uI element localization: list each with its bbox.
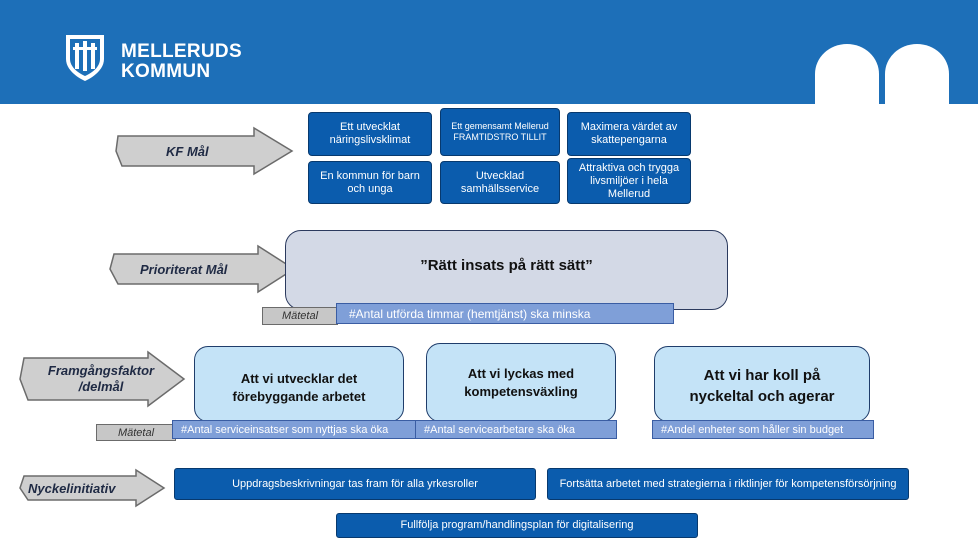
row-label-prio: Prioriterat Mål xyxy=(140,261,228,277)
municipality-crest-icon xyxy=(64,33,106,83)
kf-goal: Ett utvecklat näringslivsklimat xyxy=(308,112,432,156)
factor-metric: #Antal servicearbetare ska öka xyxy=(415,420,617,439)
row-arrow-nyckel: Nyckelinitiativ xyxy=(18,468,168,508)
row-label-kf: KF Mål xyxy=(166,143,209,159)
kf-goal: Maximera värdet av skattepengarna xyxy=(567,112,691,156)
municipality-logo-text: MELLERUDS KOMMUN xyxy=(121,42,242,82)
row-label-fact: Framgångsfaktor /delmål xyxy=(47,363,155,394)
kf-goal: Ett gemensamt Mellerud FRAMTIDSTRO TILLI… xyxy=(440,108,560,156)
header-arches-decoration xyxy=(815,44,949,104)
factor-box: Att vi lyckas med kompetensväxling xyxy=(426,343,616,422)
initiative-box: Fullfölja program/handlingsplan för digi… xyxy=(336,513,698,538)
priority-goal-box: ”Rätt insats på rätt sätt” xyxy=(285,230,728,310)
row-label-nyckel: Nyckelinitiativ xyxy=(28,480,116,496)
factor-box: Att vi har koll på nyckeltal och agerar xyxy=(654,346,870,422)
factor-metric: #Antal serviceinsatser som nyttjas ska ö… xyxy=(172,420,416,439)
kf-goal: Utvecklad samhällsservice xyxy=(440,161,560,204)
row-arrow-prio: Prioriterat Mål xyxy=(108,244,298,294)
priority-goal-text: ”Rätt insats på rätt sätt” xyxy=(420,256,593,274)
metal-tag-fact: Mätetal xyxy=(96,424,176,441)
initiative-box: Uppdragsbeskrivningar tas fram för alla … xyxy=(174,468,536,500)
metal-tag-prio: Mätetal xyxy=(262,307,338,325)
priority-metric: #Antal utförda timmar (hemtjänst) ska mi… xyxy=(336,303,674,324)
logo-line-1: MELLERUDS xyxy=(121,41,242,62)
kf-goal: Attraktiva och trygga livsmiljöer i hela… xyxy=(567,158,691,204)
logo-line-2: KOMMUN xyxy=(121,61,211,82)
row-arrow-kf: KF Mål xyxy=(114,126,296,176)
kf-goal: En kommun för barn och unga xyxy=(308,161,432,204)
factor-metric: #Andel enheter som håller sin budget xyxy=(652,420,874,439)
factor-box: Att vi utvecklar det förebyggande arbete… xyxy=(194,346,404,422)
row-arrow-fact: Framgångsfaktor /delmål xyxy=(18,350,188,408)
initiative-box: Fortsätta arbetet med strategierna i rik… xyxy=(547,468,909,500)
